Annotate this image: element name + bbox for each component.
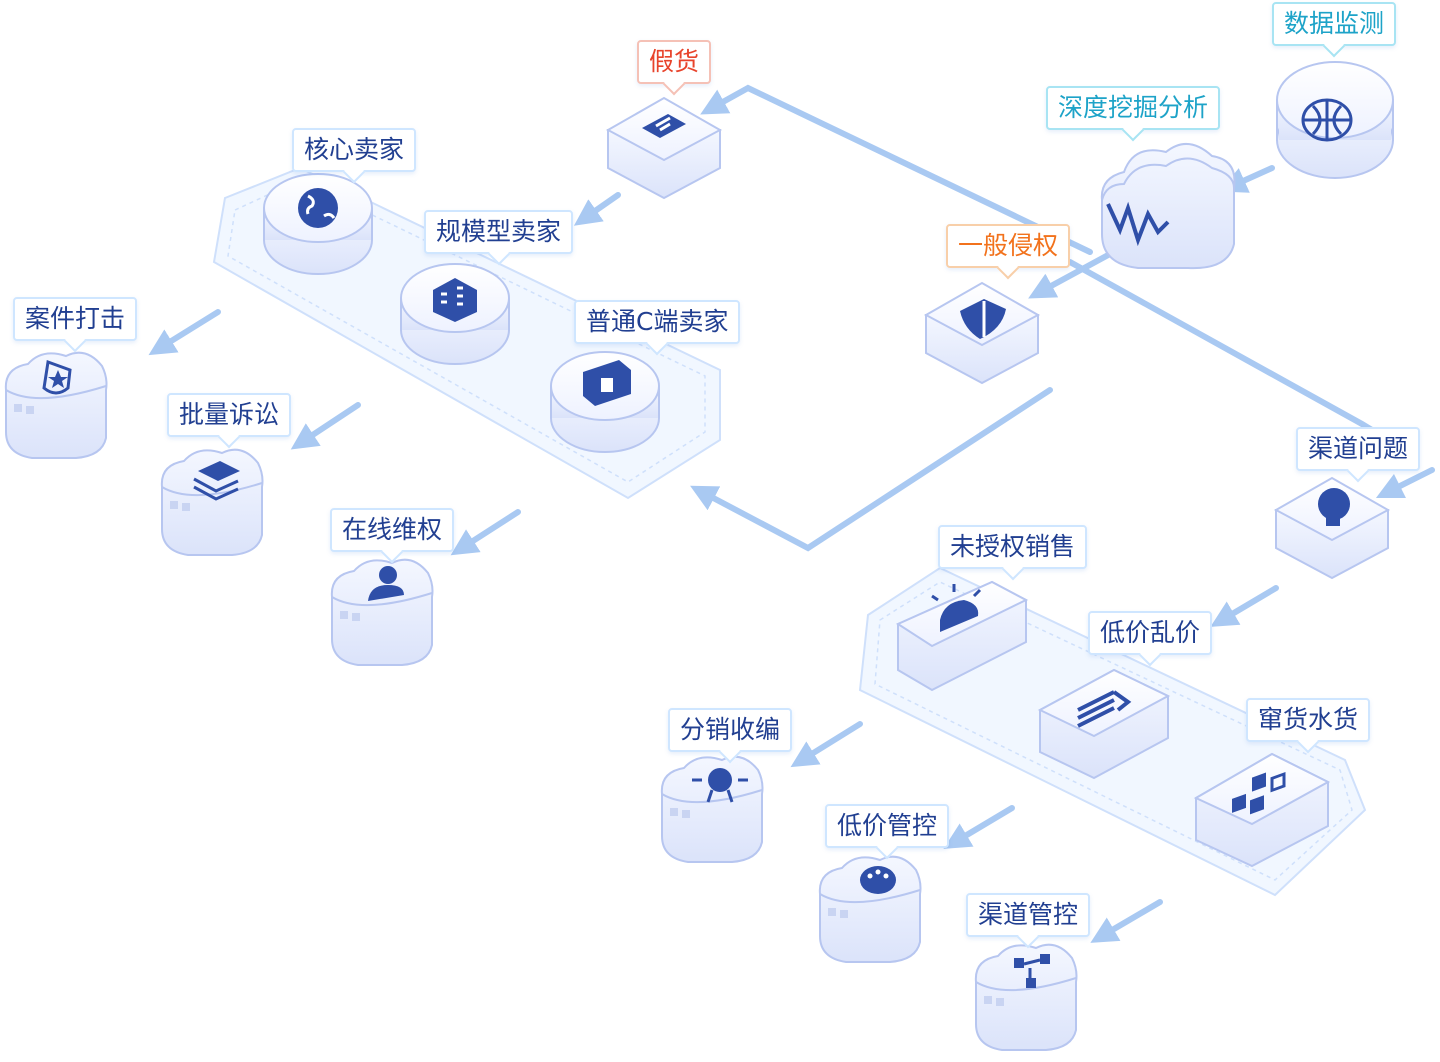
award-icon	[692, 768, 748, 803]
arrow-mining-to-infringement	[1028, 251, 1113, 299]
arrow-to-fake	[700, 84, 1093, 255]
low-price-control-node	[818, 855, 922, 963]
label-low-price-control: 低价管控	[825, 804, 950, 848]
arrow-fake-to-sellers	[573, 192, 621, 226]
label-case-strike: 案件打击	[13, 297, 138, 341]
flowchart-icon	[1014, 954, 1050, 988]
alarm-icon	[931, 584, 982, 632]
label-deep-mining: 深度挖掘分析	[1046, 86, 1221, 130]
chart-arrow-icon	[1077, 690, 1132, 728]
arrow-to-online-rights	[450, 509, 521, 556]
shop-icon	[583, 360, 631, 406]
waveform-cloud-icon	[1106, 201, 1170, 247]
earth-icon	[298, 188, 338, 228]
arrow-to-channel-control	[1090, 899, 1163, 943]
channel-issue-node	[1273, 476, 1391, 580]
document-icon	[642, 114, 686, 138]
label-general-infringement: 一般侵权	[946, 224, 1071, 268]
shield-icon	[960, 299, 1006, 339]
police-badge-icon	[42, 359, 72, 395]
cross-region-node	[1193, 752, 1331, 868]
label-batch-litigation: 批量诉讼	[167, 393, 292, 437]
arrow-to-distribution	[790, 721, 863, 768]
building-icon	[433, 278, 477, 322]
label-unauthorized-sales: 未授权销售	[938, 525, 1088, 569]
label-core-seller: 核心卖家	[292, 128, 417, 172]
channel-control-node	[974, 943, 1078, 1051]
lightbulb-icon	[1318, 488, 1350, 526]
fake-node	[605, 96, 723, 200]
arrow-channel-to-tray	[1210, 585, 1279, 627]
scale-seller-node	[400, 263, 510, 365]
label-distribution: 分销收编	[668, 708, 793, 752]
normal-c-seller-node	[550, 351, 660, 453]
label-low-price-chaos: 低价乱价	[1088, 611, 1213, 655]
label-cross-region: 窜货水货	[1246, 698, 1371, 742]
arrow-to-batch-litigation	[290, 402, 361, 450]
unauthorized-sales-node	[895, 580, 1029, 692]
label-channel-issue: 渠道问题	[1296, 427, 1421, 471]
arrow-to-low-price-control	[943, 805, 1015, 849]
arrow-monitor-to-mining	[1219, 165, 1275, 193]
low-price-chaos-node	[1037, 668, 1171, 780]
core-seller-node	[263, 173, 373, 275]
label-scale-seller: 规模型卖家	[424, 210, 574, 254]
arrow-infringement-to-sellers	[690, 387, 1053, 552]
online-rights-node	[330, 558, 434, 666]
arrow-channel-issue-in	[1375, 467, 1435, 499]
batch-litigation-node	[160, 448, 264, 556]
label-normal-c-seller: 普通C端卖家	[574, 300, 741, 344]
label-fake: 假货	[637, 40, 712, 84]
arrow-to-case-strike	[148, 309, 221, 356]
label-channel-control: 渠道管控	[966, 893, 1091, 937]
label-data-monitor: 数据监测	[1272, 2, 1397, 46]
palette-icon	[860, 866, 896, 894]
layers-icon	[193, 461, 240, 501]
arrow-to-channel-issue	[1067, 259, 1388, 441]
user-icon	[368, 566, 404, 601]
deep-mining-node	[1100, 143, 1236, 270]
distribution-node	[660, 755, 764, 863]
general-infringement-node	[923, 281, 1041, 385]
blocks-icon	[1232, 771, 1286, 815]
globe-network-icon	[1301, 98, 1353, 142]
case-strike-node	[4, 351, 108, 459]
label-online-rights: 在线维权	[330, 508, 455, 552]
data-monitor-node	[1276, 61, 1394, 179]
